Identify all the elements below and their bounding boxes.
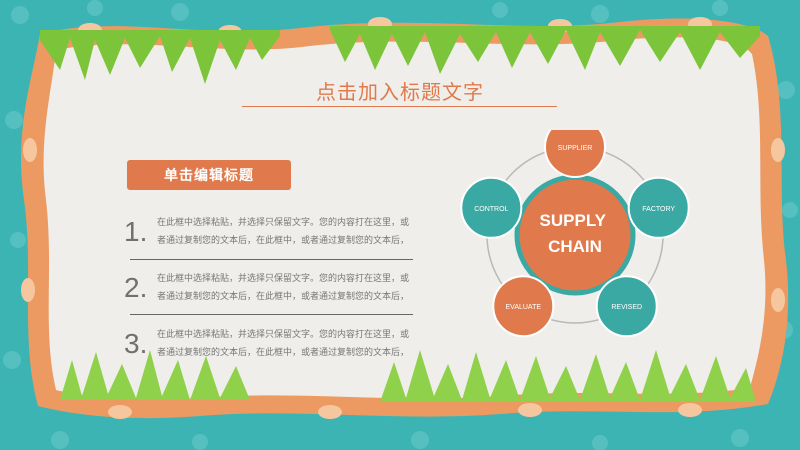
supply-chain-diagram: SUPPLY CHAIN SUPPLIER FACTORY REVISED EVALU… <box>460 130 690 338</box>
cycle-node-supplier <box>544 130 606 178</box>
cycle-node-control <box>460 176 523 239</box>
center-label-line1: SUPPLY <box>540 211 607 230</box>
list-item: 3. 在此框中选择粘贴，并选择只保留文字。您的内容打在这里，或 者通过复制您的文… <box>124 324 414 364</box>
list-item: 2. 在此框中选择粘贴，并选择只保留文字。您的内容打在这里，或 者通过复制您的文… <box>124 268 414 308</box>
item-text-line: 在此框中选择粘贴，并选择只保留文字。您的内容打在这里，或 <box>157 274 410 284</box>
page-title: 点击加入标题文字 <box>316 80 484 104</box>
cycle-node-label: EVALUATE <box>506 304 542 311</box>
item-text: 在此框中选择粘贴，并选择只保留文字。您的内容打在这里，或 者通过复制您的文本后，… <box>157 270 415 306</box>
item-divider <box>130 259 413 260</box>
paper-panel <box>43 37 766 400</box>
cycle-node-label: SUPPLIER <box>558 145 593 152</box>
subtitle-bar: 单击编辑标题 <box>127 160 291 190</box>
item-text-line: 在此框中选择粘贴，并选择只保留文字。您的内容打在这里，或 <box>157 330 410 340</box>
cycle-node-label: FACTORY <box>642 206 675 213</box>
subtitle-text: 单击编辑标题 <box>164 168 254 184</box>
item-number: 1. <box>124 216 148 247</box>
center-label-line2: CHAIN <box>548 237 602 256</box>
cycle-node-revised <box>595 275 658 338</box>
item-text-line: 者通过复制您的文本后，在此框中，或者通过复制您的文本后， <box>157 348 410 358</box>
item-text: 在此框中选择粘贴，并选择只保留文字。您的内容打在这里，或 者通过复制您的文本后，… <box>157 326 415 362</box>
item-divider <box>130 314 413 315</box>
item-text: 在此框中选择粘贴，并选择只保留文字。您的内容打在这里，或 者通过复制您的文本后，… <box>157 214 415 250</box>
list-item: 1. 在此框中选择粘贴，并选择只保留文字。您的内容打在这里，或 者通过复制您的文… <box>124 212 414 252</box>
center-label: SUPPLY CHAIN <box>540 211 611 256</box>
title-underline <box>242 106 557 107</box>
item-text-line: 者通过复制您的文本后，在此框中，或者通过复制您的文本后， <box>157 236 410 246</box>
cycle-node-factory <box>627 176 690 239</box>
item-number: 2. <box>124 272 148 303</box>
cycle-node-evaluate <box>492 275 555 338</box>
item-text-line: 在此框中选择粘贴，并选择只保留文字。您的内容打在这里，或 <box>157 218 410 228</box>
item-text-line: 者通过复制您的文本后，在此框中，或者通过复制您的文本后， <box>157 292 410 302</box>
polka-dots <box>3 0 798 450</box>
cycle-node-label: REVISED <box>611 304 642 311</box>
grass-top <box>40 26 760 84</box>
cycle-node-label: CONTROL <box>474 206 508 213</box>
center-hub <box>514 174 636 296</box>
item-number: 3. <box>124 328 148 359</box>
grass-bottom <box>60 350 756 402</box>
